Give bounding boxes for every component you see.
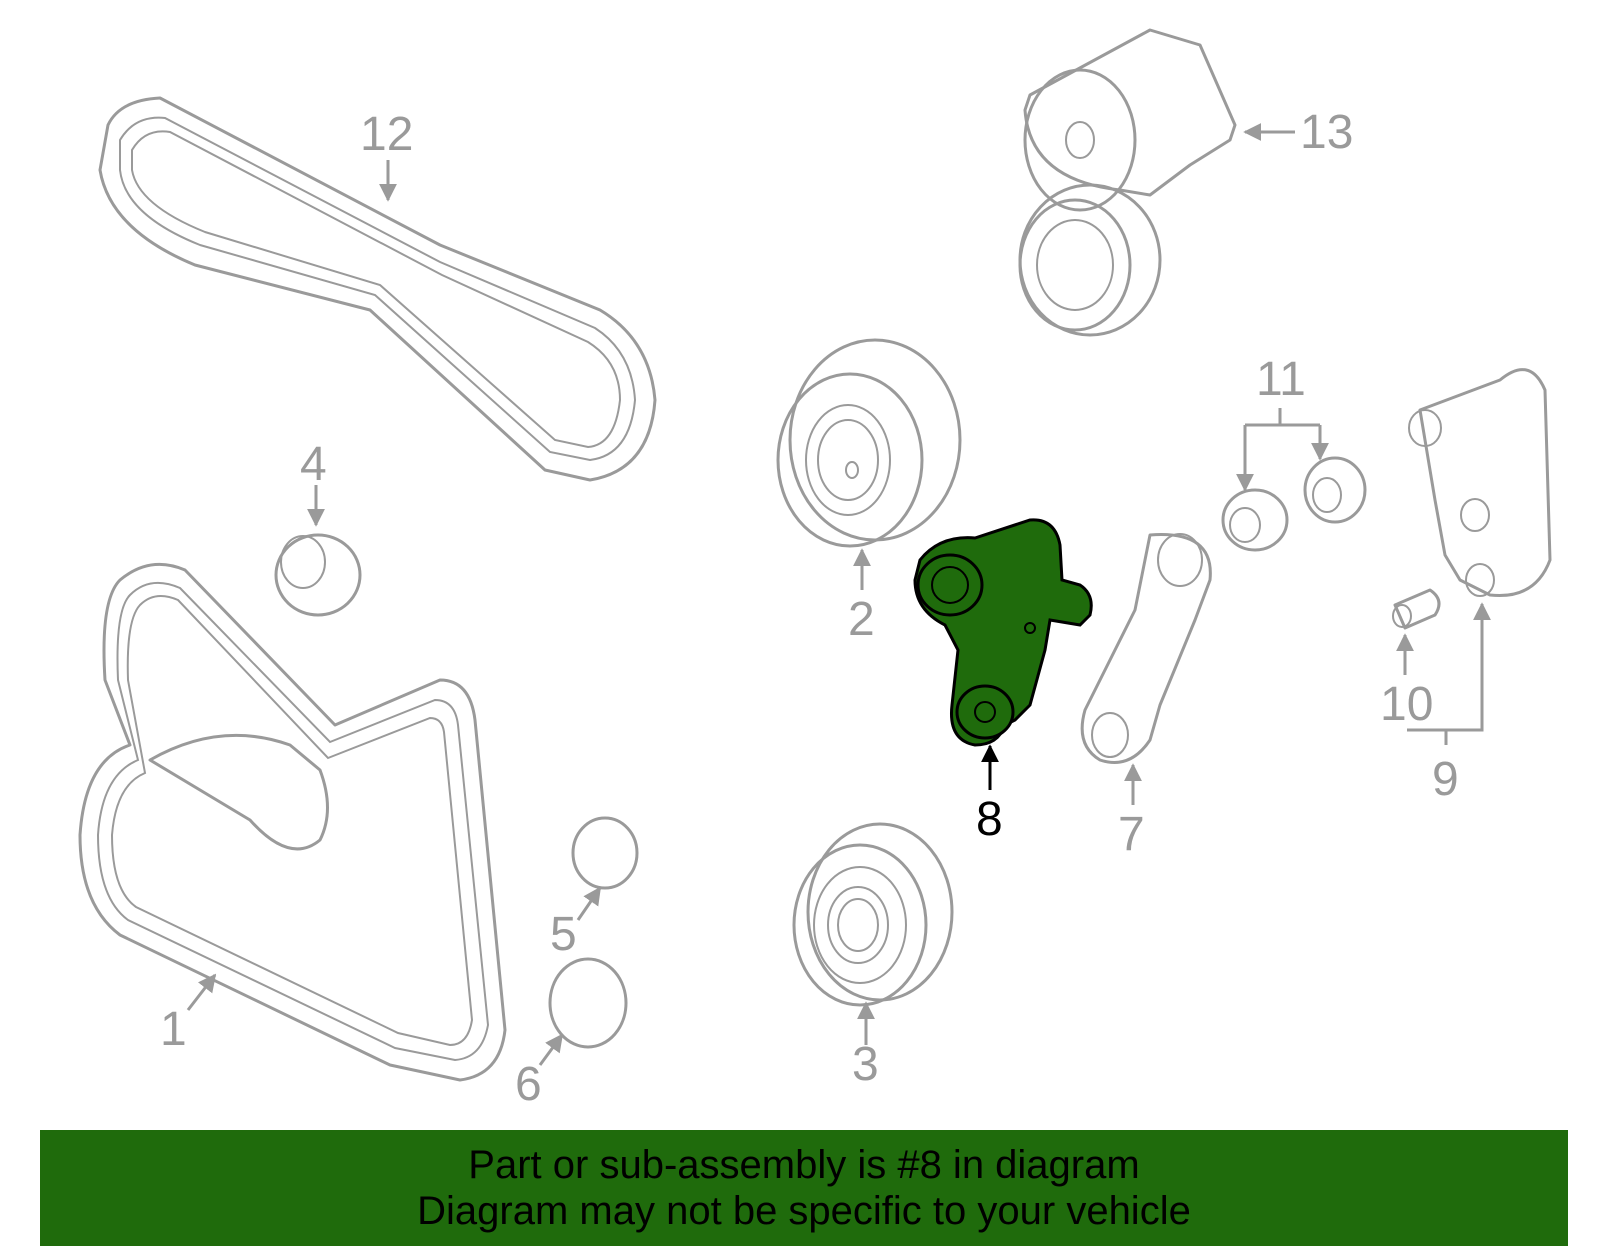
arrow-6 — [538, 1033, 564, 1066]
callout-2: 2 — [848, 593, 875, 646]
part-11-bushings — [1221, 456, 1367, 552]
callout-10: 10 — [1380, 678, 1433, 731]
callout-13: 13 — [1300, 106, 1353, 159]
callout-7: 7 — [1118, 808, 1145, 861]
bracket-11 — [1243, 408, 1322, 488]
callout-6: 6 — [515, 1058, 542, 1111]
part-9-bracket — [1408, 368, 1552, 598]
callout-9: 9 — [1432, 753, 1459, 806]
arrow-1 — [186, 973, 217, 1011]
info-banner: Part or sub-assembly is #8 in diagram Di… — [40, 1130, 1568, 1246]
part-4-cap — [274, 533, 362, 617]
callout-11: 11 — [1256, 353, 1306, 406]
part-12-belt — [98, 96, 657, 482]
callout-1: 1 — [160, 1003, 187, 1056]
callout-4: 4 — [300, 438, 327, 491]
part-3-pulley — [792, 822, 954, 1007]
callout-8: 8 — [976, 793, 1003, 846]
part-13-tensioner — [1018, 28, 1237, 337]
callout-3: 3 — [852, 1038, 879, 1091]
banner-line-2: Diagram may not be specific to your vehi… — [417, 1189, 1191, 1233]
callout-numbers: 12 4 1 5 6 2 3 8 7 13 11 10 9 — [160, 106, 1459, 1111]
bracket-9 — [1407, 610, 1484, 745]
part-5-seal — [571, 816, 639, 890]
part-2-pulley — [776, 338, 962, 548]
part-7-damper — [1080, 533, 1212, 764]
part-10-bolt — [1392, 588, 1441, 630]
arrow-5 — [576, 886, 602, 921]
part-1-belt — [78, 562, 507, 1082]
part-8-highlighted — [913, 518, 1093, 747]
part-6-seal — [548, 957, 628, 1049]
callout-5: 5 — [550, 908, 577, 961]
callout-12: 12 — [360, 108, 413, 161]
callout-arrows — [186, 123, 1491, 1066]
banner-line-1: Part or sub-assembly is #8 in diagram — [468, 1143, 1140, 1187]
